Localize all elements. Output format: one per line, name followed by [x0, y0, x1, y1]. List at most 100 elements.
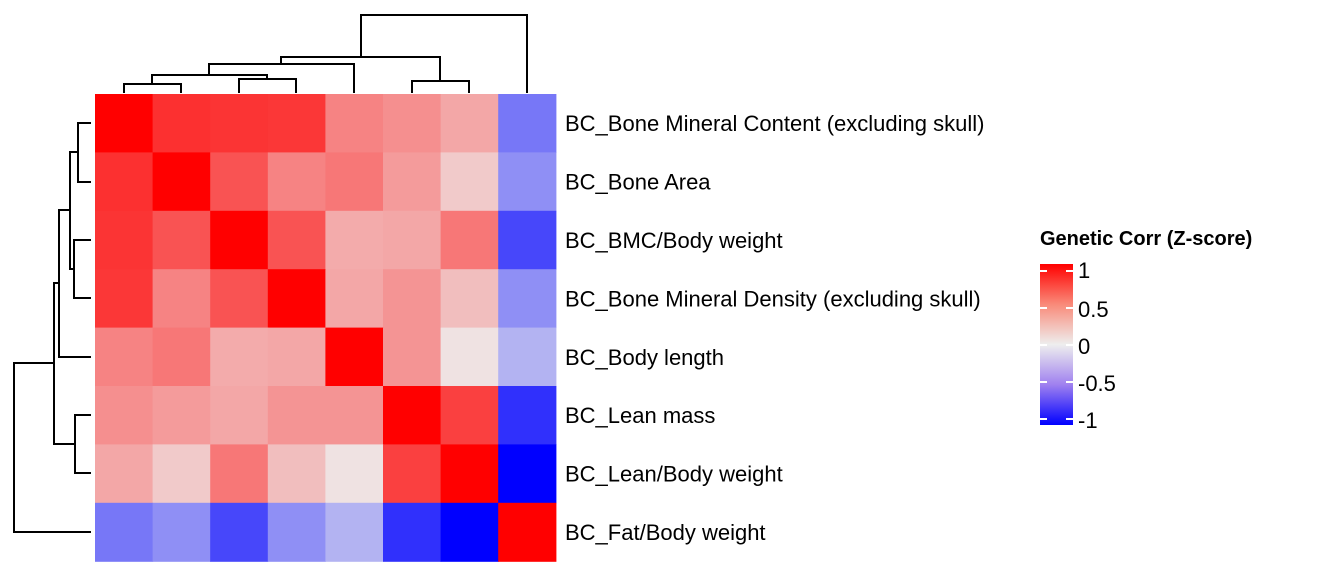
heatmap-cell: [152, 502, 211, 562]
colorbar-tick: [1066, 381, 1073, 383]
heatmap-cells: [95, 94, 557, 562]
row-labels: BC_Bone Mineral Content (excluding skull…: [565, 111, 984, 545]
heatmap-cell: [210, 210, 269, 270]
row-dendro-branch: [53, 282, 75, 445]
heatmap-cell: [267, 210, 326, 270]
colorbar-tick: [1066, 307, 1073, 309]
row-label: BC_Lean mass: [565, 403, 715, 428]
colorbar-label: -0.5: [1078, 371, 1116, 396]
row-label: BC_Bone Area: [565, 170, 711, 195]
heatmap-cell: [498, 94, 557, 153]
heatmap-cell: [498, 444, 557, 504]
heatmap-cell: [95, 210, 154, 270]
color-legend: Genetic Corr (Z-score) 1 0.5 0 -0.5 -1: [1036, 226, 1344, 436]
heatmap-cell: [498, 210, 557, 270]
colorbar-tick: [1040, 270, 1047, 272]
heatmap-cell: [383, 502, 442, 562]
row-dendrogram: [13, 122, 91, 533]
row-label: BC_BMC/Body weight: [565, 228, 783, 253]
heatmap-cell: [210, 94, 269, 153]
heatmap-cell: [152, 327, 211, 387]
col-dendro-branch: [360, 14, 528, 93]
colorbar-tick: [1066, 418, 1073, 420]
heatmap-cell: [325, 94, 384, 153]
heatmap-cell: [210, 386, 269, 445]
heatmap-cell: [152, 386, 211, 445]
heatmap-cell: [383, 152, 442, 212]
heatmap-cell: [383, 327, 442, 387]
colorbar-label: 1: [1078, 258, 1091, 283]
heatmap-cell: [440, 94, 499, 153]
legend-title: Genetic Corr (Z-score): [1040, 228, 1253, 250]
col-dendro-branch: [411, 80, 470, 93]
heatmap-cell: [152, 94, 211, 153]
row-label: BC_Fat/Body weight: [565, 520, 766, 545]
heatmap-cell: [152, 269, 211, 329]
colorbar-tick: [1066, 270, 1073, 272]
heatmap-cell: [267, 94, 326, 153]
row-label: BC_Bone Mineral Density (excluding skull…: [565, 286, 981, 311]
heatmap-cell: [383, 94, 442, 153]
heatmap-cell: [440, 269, 499, 329]
heatmap-cell: [325, 444, 384, 504]
heatmap-cell: [267, 502, 326, 562]
colorbar-tick: [1040, 344, 1047, 346]
heatmap-cell: [325, 152, 384, 212]
heatmap-cell: [152, 210, 211, 270]
row-label: BC_Bone Mineral Content (excluding skull…: [565, 111, 984, 136]
heatmap-cell: [498, 502, 557, 562]
heatmap-cell: [498, 269, 557, 329]
row-dendro-branch: [77, 122, 91, 183]
heatmap-cell: [498, 152, 557, 212]
heatmap-cell: [95, 502, 154, 562]
heatmap-cell: [383, 444, 442, 504]
heatmap-cell: [210, 269, 269, 329]
heatmap-cell: [440, 327, 499, 387]
heatmap-cell: [267, 386, 326, 445]
heatmap-cell: [152, 444, 211, 504]
colorbar-tick: [1040, 418, 1047, 420]
colorbar-tick: [1066, 344, 1073, 346]
heatmap-cell: [383, 269, 442, 329]
heatmap-cell: [95, 269, 154, 329]
heatmap-cell: [210, 444, 269, 504]
colorbar-label: -1: [1078, 408, 1098, 433]
heatmap-cell: [325, 327, 384, 387]
heatmap-cell: [210, 502, 269, 562]
heatmap-cell: [325, 502, 384, 562]
heatmap-cell: [325, 269, 384, 329]
heatmap-cell: [267, 269, 326, 329]
heatmap-cell: [440, 502, 499, 562]
heatmap-cell: [95, 444, 154, 504]
column-dendrogram: [123, 14, 528, 93]
col-dendro-branch: [238, 78, 297, 93]
colorbar-label: 0.5: [1078, 297, 1109, 322]
heatmap-cell: [210, 152, 269, 212]
heatmap-cell: [267, 327, 326, 387]
heatmap-cell: [267, 152, 326, 212]
row-label: BC_Lean/Body weight: [565, 462, 783, 487]
heatmap-cell: [383, 386, 442, 445]
colorbar: [1040, 264, 1073, 425]
col-dendro-branch: [280, 56, 441, 81]
heatmap-cell: [325, 386, 384, 445]
heatmap-cell: [383, 210, 442, 270]
colorbar-label: 0: [1078, 334, 1091, 359]
heatmap-cell: [498, 327, 557, 387]
heatmap-cell: [152, 152, 211, 212]
heatmap-cell: [440, 152, 499, 212]
heatmap-cell: [95, 94, 154, 153]
heatmap-cell: [95, 152, 154, 212]
heatmap-cell: [267, 444, 326, 504]
col-dendro-branch: [123, 83, 182, 93]
colorbar-tick: [1040, 307, 1047, 309]
heatmap-cell: [440, 386, 499, 445]
heatmap-cell: [210, 327, 269, 387]
row-dendro-branch: [73, 239, 91, 299]
row-label: BC_Body length: [565, 345, 724, 370]
heatmap-cell: [440, 210, 499, 270]
row-dendro-branch: [13, 362, 91, 533]
heatmap-cell: [440, 444, 499, 504]
